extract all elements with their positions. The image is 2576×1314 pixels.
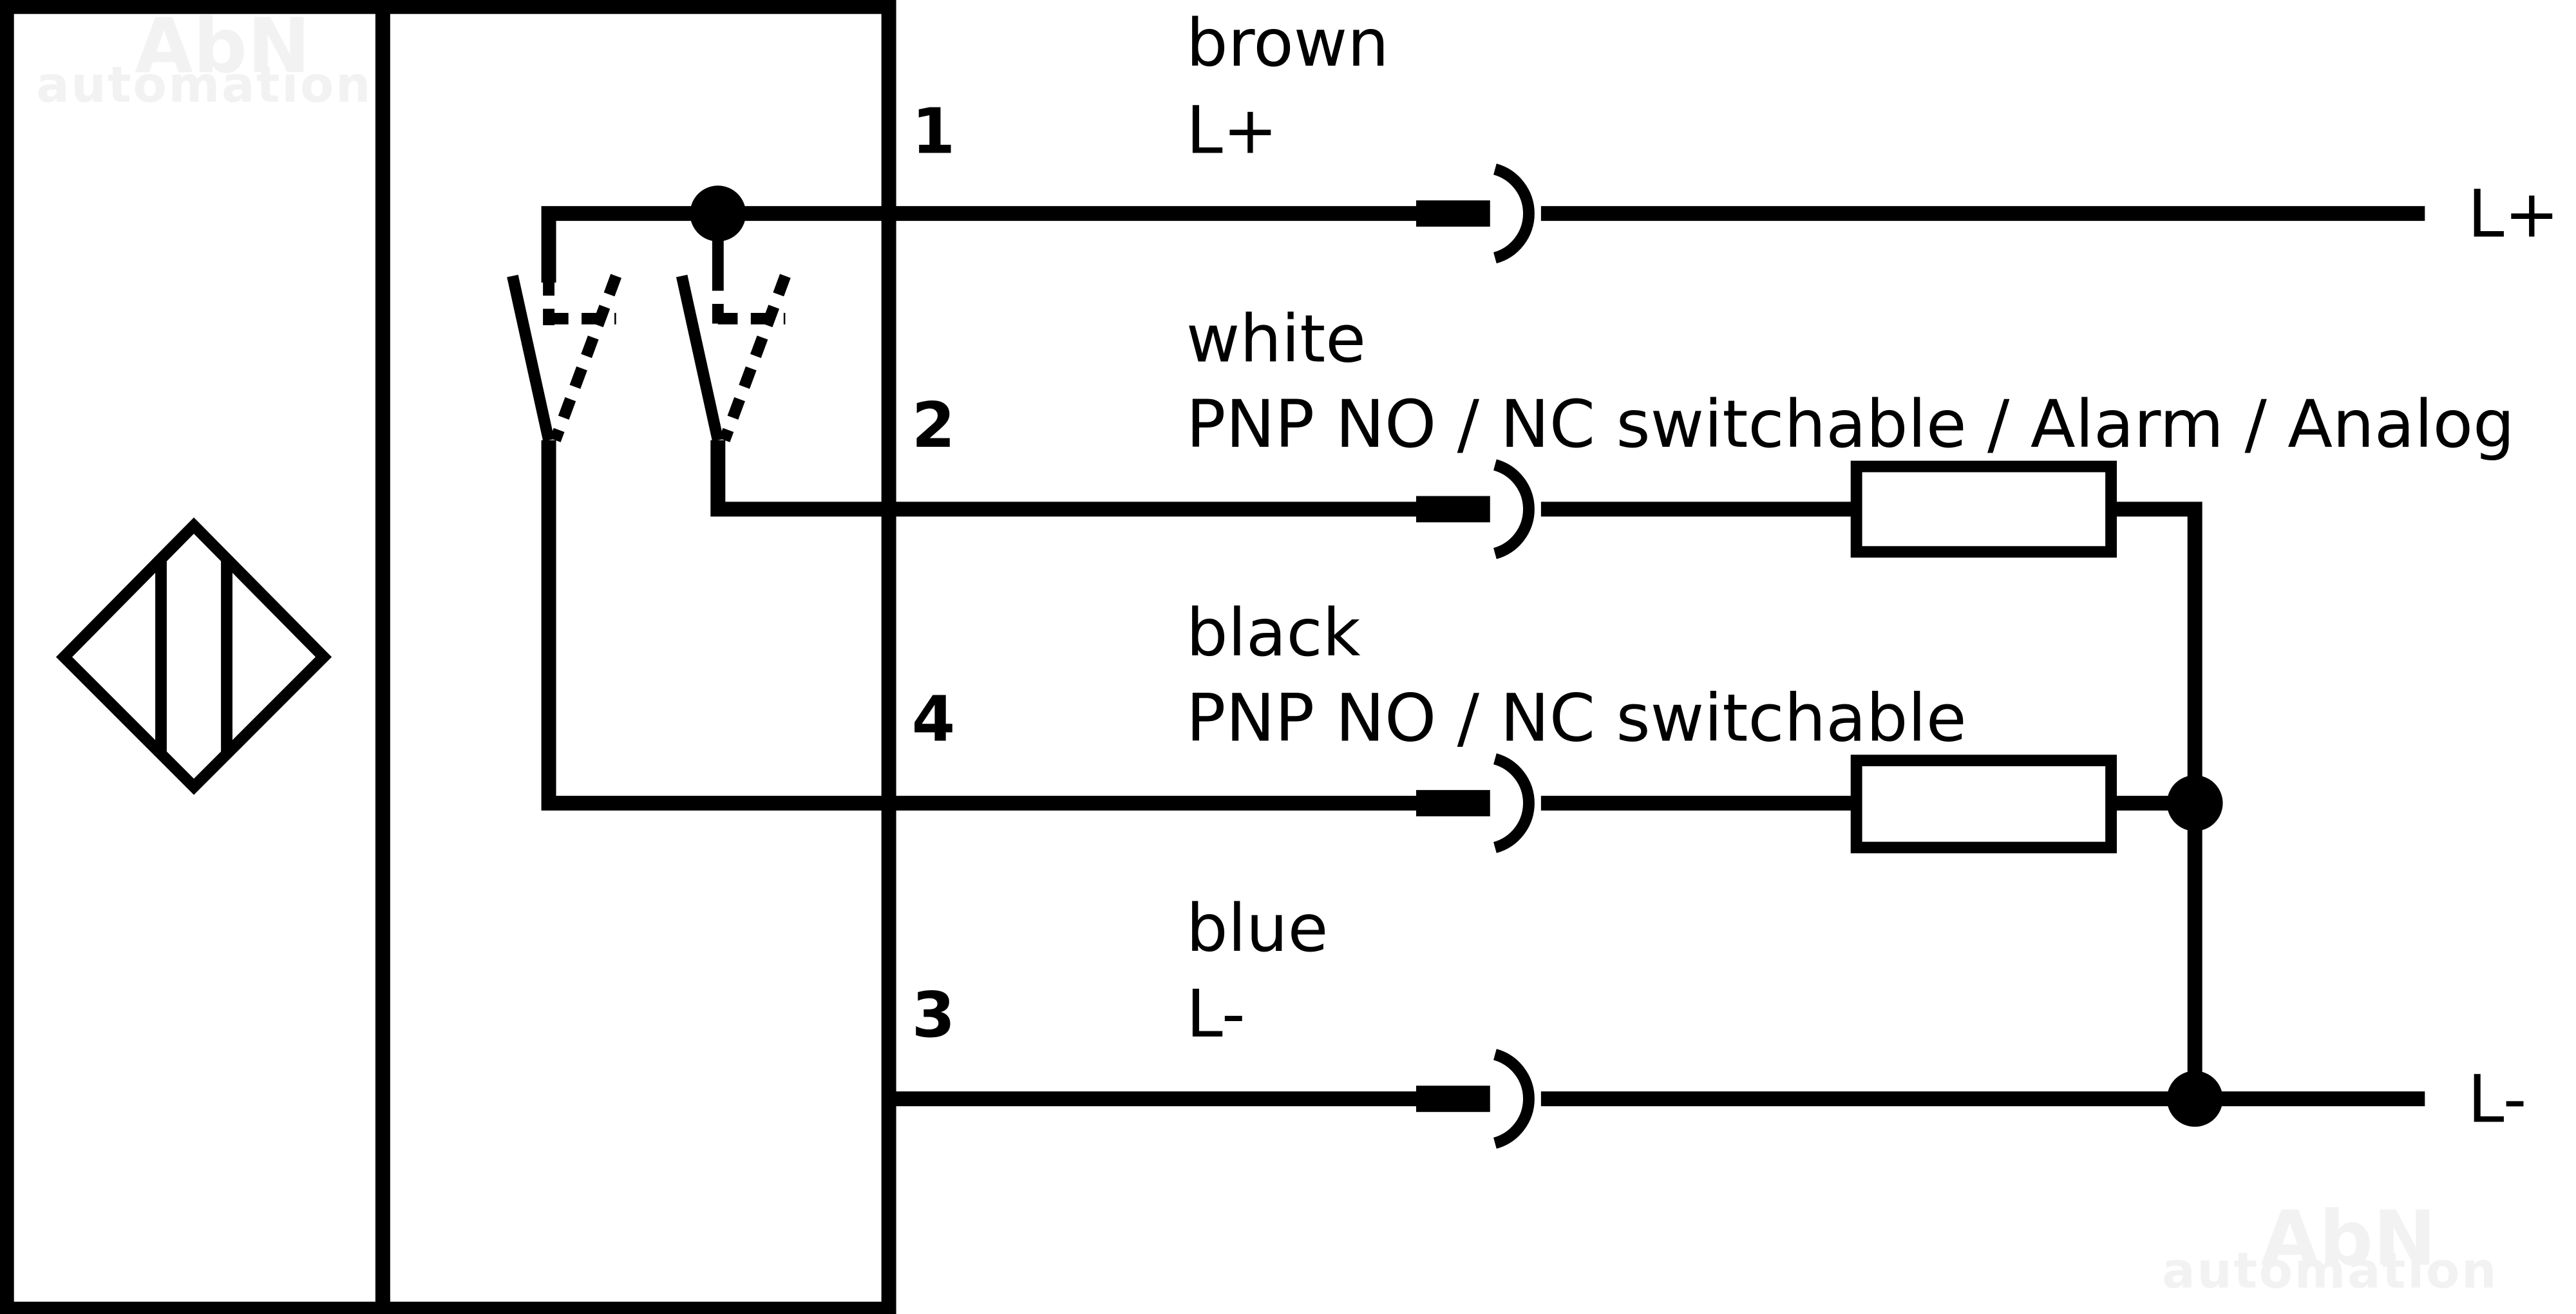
junction-dot-icon [2166,1071,2223,1127]
supply-positive-label: L+ [2468,176,2559,252]
watermark-line1: AbN [135,2,310,90]
socket-icon [1493,164,1535,264]
wire-color-label: blue [1186,890,1329,967]
socket-icon [1493,459,1535,559]
plug-icon [1416,200,1490,227]
wire-function-label: L- [1186,976,1245,1053]
socket-icon [1493,753,1535,854]
wire-function-label: L+ [1186,92,1278,169]
pin-number: 4 [912,683,955,756]
pin-number: 2 [912,389,955,462]
wire-color-label: brown [1186,5,1389,82]
row-pin-1: 1 brown L+ L+ [889,5,2559,264]
watermark-line2: automation [2162,1243,2498,1300]
watermark-line1: AbN [2260,1194,2436,1282]
switch-pin2-icon [676,270,889,517]
capacitive-sensor-icon [55,517,332,795]
watermark-top-left: AbN automation [36,2,372,114]
row-pin-2: 2 white PNP NO / NC switchable / Alarm /… [889,301,2515,1099]
device-housing [0,0,896,1314]
socket-icon [1493,1049,1535,1149]
wire-function-label: PNP NO / NC switchable [1186,680,1967,757]
row-pin-3: 3 blue L- L- [889,890,2527,1149]
wire-color-label: white [1186,301,1366,377]
wire-function-label: PNP NO / NC switchable / Alarm / Analog [1186,386,2515,463]
junction-dot-icon [2166,775,2223,831]
switch-pin4-icon [507,274,889,811]
internal-wiring [507,185,889,811]
supply-negative-label: L- [2468,1061,2527,1138]
plug-icon [1416,496,1490,523]
watermark-line2: automation [36,57,372,114]
wire-color-label: black [1186,595,1361,671]
load-resistor-icon [1850,755,2117,854]
junction-dot-icon [690,185,746,242]
plug-icon [1416,1085,1490,1112]
watermark-bottom-right: AbN automation [2162,1194,2498,1300]
pin-number: 1 [912,95,955,167]
load-resistor-icon [1850,460,2117,558]
row-pin-4: 4 black PNP NO / NC switchable [889,595,2223,854]
plug-icon [1416,790,1490,816]
pin-number: 3 [912,979,955,1051]
